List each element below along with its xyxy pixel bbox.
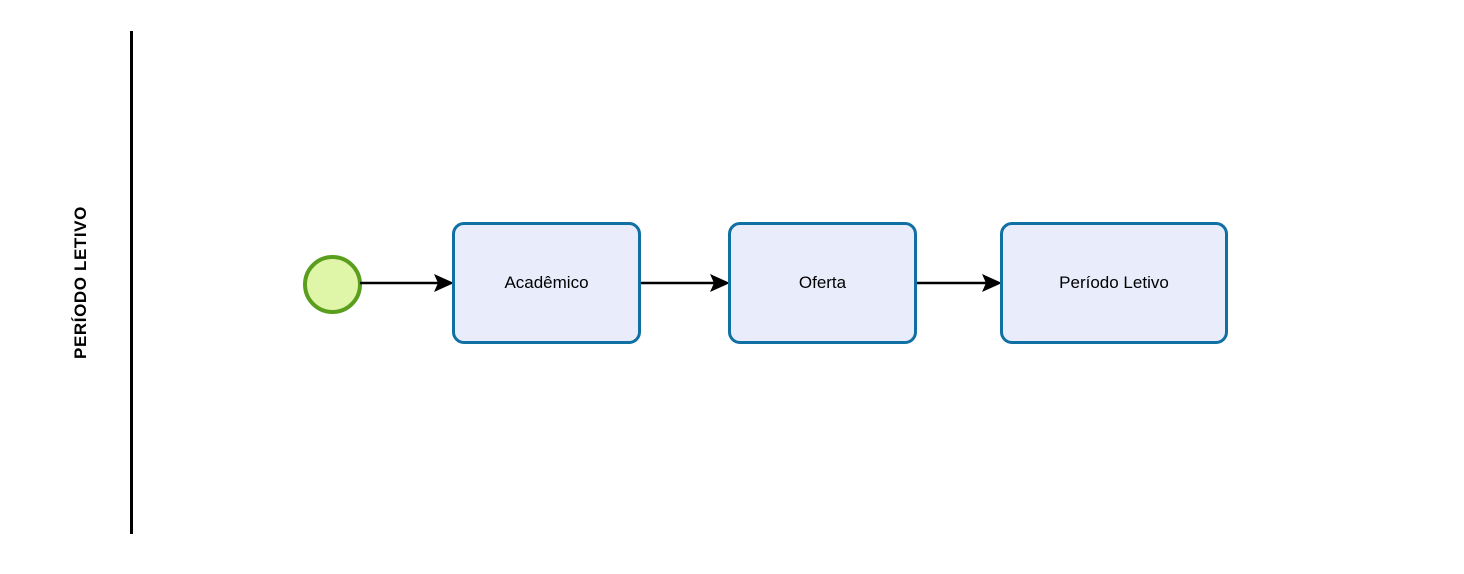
task-academico[interactable]: Acadêmico [452,222,641,344]
task-label: Período Letivo [1059,273,1169,292]
lane-title: PERÍODO LETIVO [70,206,90,359]
start-event-circle[interactable] [303,255,362,314]
task-label: Acadêmico [504,273,589,292]
task-oferta[interactable]: Oferta [728,222,917,344]
lane-header: PERÍODO LETIVO [31,31,133,534]
task-periodo-letivo[interactable]: Período Letivo [1000,222,1228,344]
task-label: Oferta [798,273,847,292]
